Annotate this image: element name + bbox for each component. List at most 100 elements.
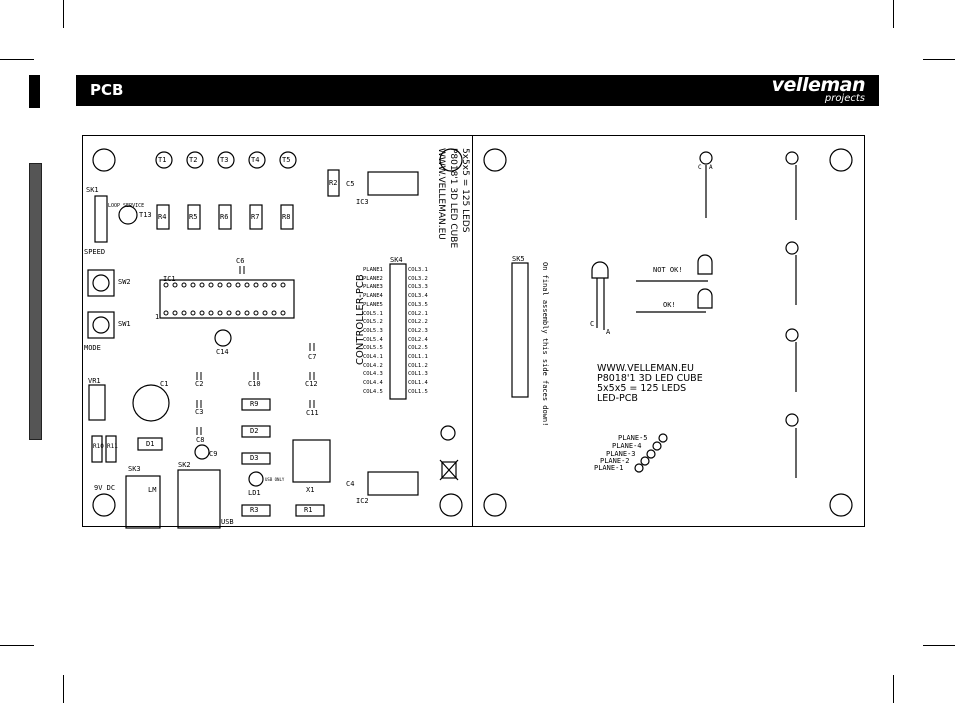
- plane-pad: [634, 463, 644, 473]
- sk4-pin-label: COL3.2: [408, 275, 428, 282]
- led-spec: 5x5x5 = 125 LEDS: [597, 383, 687, 394]
- label-sk4: SK4: [390, 256, 403, 264]
- label-r10: R10: [93, 443, 104, 450]
- sk4-pin-label: COL2.4: [408, 336, 428, 343]
- crop-mark: [923, 59, 955, 60]
- label-c10: C10: [248, 380, 261, 388]
- label-d2: D2: [250, 427, 259, 435]
- label-r5: R5: [189, 213, 198, 221]
- resistor-r9: [241, 398, 271, 411]
- label-c14: C14: [216, 348, 229, 356]
- label-sk5: SK5: [512, 255, 525, 263]
- label-ic1: IC1: [163, 275, 176, 283]
- label-c3: C3: [195, 408, 204, 416]
- label-sk3: SK3: [128, 465, 141, 473]
- label-r9: R9: [250, 400, 259, 408]
- label-r3: R3: [250, 506, 259, 514]
- assembly-note: On final assembly this side faces down!: [541, 262, 549, 427]
- page-tab: [29, 75, 40, 108]
- label-t4: T4: [251, 156, 260, 164]
- sk4-pin-label: PLANE2: [363, 275, 383, 282]
- label-ic3: IC3: [356, 198, 369, 206]
- label-c9: C9: [209, 450, 218, 458]
- led-column: [785, 151, 799, 165]
- crop-mark: [893, 0, 894, 28]
- transistor-t5: [279, 151, 297, 169]
- capacitor-c8: [194, 444, 210, 460]
- brand-sub: projects: [824, 93, 865, 104]
- led-ld1: [248, 471, 264, 487]
- sk4-pin-label: COL3.5: [408, 301, 428, 308]
- label-mode: MODE: [84, 344, 101, 352]
- label-d1: D1: [146, 440, 155, 448]
- sk4-pin-label: COL1.2: [408, 362, 428, 369]
- sk4-header: [389, 263, 407, 400]
- sk4-right-labels: COL3.1 COL3.2 COL3.3 COL3.4 COL3.5 COL2.…: [408, 266, 438, 397]
- crystal-x1: [292, 439, 331, 483]
- sk4-pin-label: PLANE5: [363, 301, 383, 308]
- label-sk2: SK2: [178, 461, 191, 469]
- capacitor-c14: [214, 329, 232, 347]
- mounting-hole: [439, 148, 463, 172]
- plane-pad: [658, 433, 668, 443]
- resistor-r4: [156, 204, 170, 230]
- sk4-pin-label: COL1.5: [408, 388, 428, 395]
- led-pcb-title-block: WWW.VELLEMAN.EU P8018'1 3D LED CUBE 5x5x…: [597, 364, 703, 404]
- led-ok: [697, 288, 713, 309]
- sk4-pin-label: COL4.2: [363, 362, 383, 369]
- label-t13: T13: [139, 211, 152, 219]
- crop-mark: [0, 645, 34, 646]
- switch-sw1: [87, 311, 115, 339]
- led-board-label: LED-PCB: [597, 393, 638, 404]
- label-pin1: 1: [155, 313, 160, 321]
- mounting-hole: [92, 493, 116, 517]
- crop-mark: [0, 59, 34, 60]
- label-c6: C6: [236, 257, 245, 265]
- resistor-r7: [249, 204, 263, 230]
- section-header: PCB velleman projects: [76, 75, 879, 106]
- label-ld1: LD1: [248, 489, 261, 497]
- resistor-r10: [91, 435, 103, 463]
- sk4-pin-label: COL1.4: [408, 380, 428, 387]
- led-column: [785, 413, 799, 427]
- pcb-layout-frame: [82, 135, 865, 527]
- brand-name: velleman: [771, 74, 866, 96]
- transistor-t1: [155, 151, 173, 169]
- label-c2: C2: [195, 380, 204, 388]
- plane-label: PLANE-4: [612, 442, 642, 450]
- sk4-pin-label: COL3.3: [408, 284, 428, 291]
- sk2-usb-connector: [177, 469, 221, 529]
- label-sw2: SW2: [118, 278, 131, 286]
- label-r2: R2: [329, 179, 338, 187]
- label-r8: R8: [282, 213, 291, 221]
- label-t1: T1: [158, 156, 167, 164]
- sk4-pin-label: PLANE3: [363, 284, 383, 291]
- page-edge-strip: [29, 163, 42, 440]
- crop-mark: [63, 675, 64, 703]
- led-not-ok: [697, 254, 713, 275]
- sk4-pin-label: COL3.4: [408, 293, 428, 300]
- led-column: [785, 328, 799, 342]
- label-power: 9V DC: [94, 484, 116, 492]
- sk4-pin-label: COL5.4: [363, 336, 383, 343]
- ic2-footprint: [367, 471, 419, 496]
- label-c11: C11: [306, 409, 319, 417]
- sk4-pin-label: COL2.5: [408, 345, 428, 352]
- label-c4: C4: [346, 480, 355, 488]
- plane-pad: [652, 441, 662, 451]
- transistor-t4: [248, 151, 266, 169]
- sk5-header: [511, 262, 529, 398]
- transistor-t2: [186, 151, 204, 169]
- plane-pad: [640, 456, 650, 466]
- plane-label: PLANE-5: [618, 434, 648, 442]
- resistor-r1: [295, 504, 325, 517]
- sk4-pin-label: PLANE4: [363, 293, 383, 300]
- diode-d3: [241, 452, 271, 465]
- transistor-t3: [217, 151, 235, 169]
- label-t3: T3: [220, 156, 229, 164]
- label-t2: T2: [189, 156, 198, 164]
- label-sk1-tag: LOOP SERVICE: [108, 203, 145, 209]
- sk4-pin-label: COL3.1: [408, 267, 428, 273]
- plane-label: PLANE-2: [600, 457, 630, 465]
